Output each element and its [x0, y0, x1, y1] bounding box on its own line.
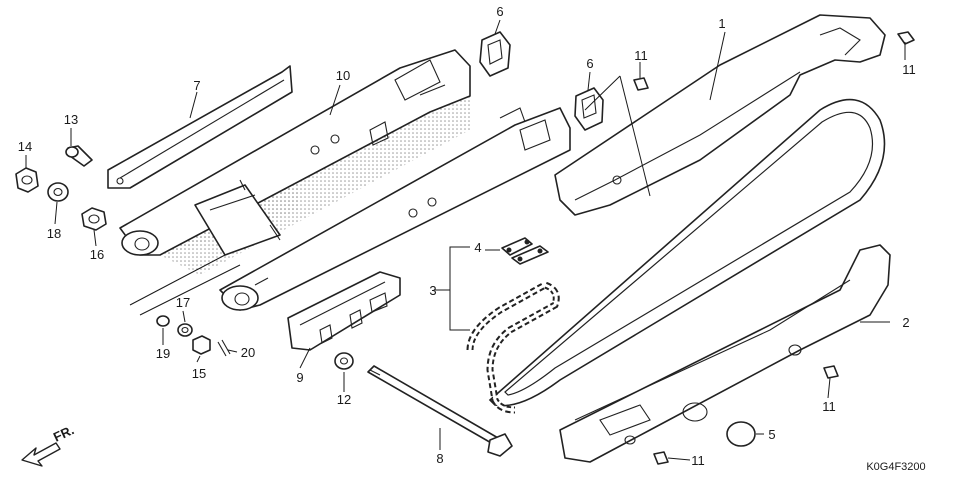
label-6a: 6	[496, 4, 503, 19]
bolt-lower-case-right	[823, 365, 839, 379]
chain-joint	[501, 237, 549, 265]
nut	[15, 167, 39, 193]
washer	[334, 352, 354, 370]
label-11a: 11	[902, 62, 916, 77]
label-3: 3	[429, 283, 436, 298]
bolt-upper-case	[633, 77, 649, 91]
direction-label: FR.	[51, 422, 76, 444]
chain-case-upper	[554, 14, 886, 216]
label-2: 2	[902, 315, 909, 330]
arrow-down-left-icon	[21, 442, 61, 467]
spacer	[156, 315, 170, 327]
label-14: 14	[18, 139, 32, 154]
pivot-bolt	[367, 365, 513, 457]
cap	[726, 421, 756, 447]
swingarm-cover	[107, 65, 293, 189]
label-4: 4	[474, 240, 481, 255]
label-11c: 11	[822, 399, 836, 414]
label-17: 17	[176, 295, 190, 310]
label-8: 8	[436, 451, 443, 466]
bolt	[65, 145, 93, 167]
label-12: 12	[337, 392, 351, 407]
front-direction-indicator: FR.	[21, 422, 76, 467]
label-16: 16	[90, 247, 104, 262]
collar	[81, 207, 107, 231]
swingarm	[119, 49, 571, 311]
leader-lines	[25, 19, 906, 461]
label-5: 5	[768, 427, 775, 442]
washer-large	[47, 182, 69, 202]
label-19: 19	[156, 346, 170, 361]
label-13: 13	[64, 112, 78, 127]
chain-slider	[287, 271, 401, 351]
label-9: 9	[296, 370, 303, 385]
label-10: 10	[336, 68, 350, 83]
label-20: 20	[241, 345, 255, 360]
washer-small	[177, 323, 193, 337]
drive-chain	[466, 98, 886, 414]
label-7: 7	[193, 78, 200, 93]
diagram-code: K0G4F3200	[866, 461, 925, 473]
label-6b: 6	[586, 56, 593, 71]
nut-small	[192, 335, 211, 355]
cotter-pin	[217, 339, 231, 357]
chain-case-lower	[559, 244, 891, 463]
label-1: 1	[718, 16, 725, 31]
adjuster-cap-left	[479, 31, 511, 77]
label-11d: 11	[691, 453, 705, 468]
label-11b: 11	[634, 48, 648, 63]
bolt-top-right	[897, 31, 915, 45]
label-15: 15	[192, 366, 206, 381]
adjuster-cap-right	[574, 87, 604, 131]
label-18: 18	[47, 226, 61, 241]
bolt-lower-case-bottom	[653, 451, 669, 465]
part-labels: 1 2 3 4 5 6 6 7 8 9 10 11 11 11 11 12 13…	[18, 4, 916, 468]
